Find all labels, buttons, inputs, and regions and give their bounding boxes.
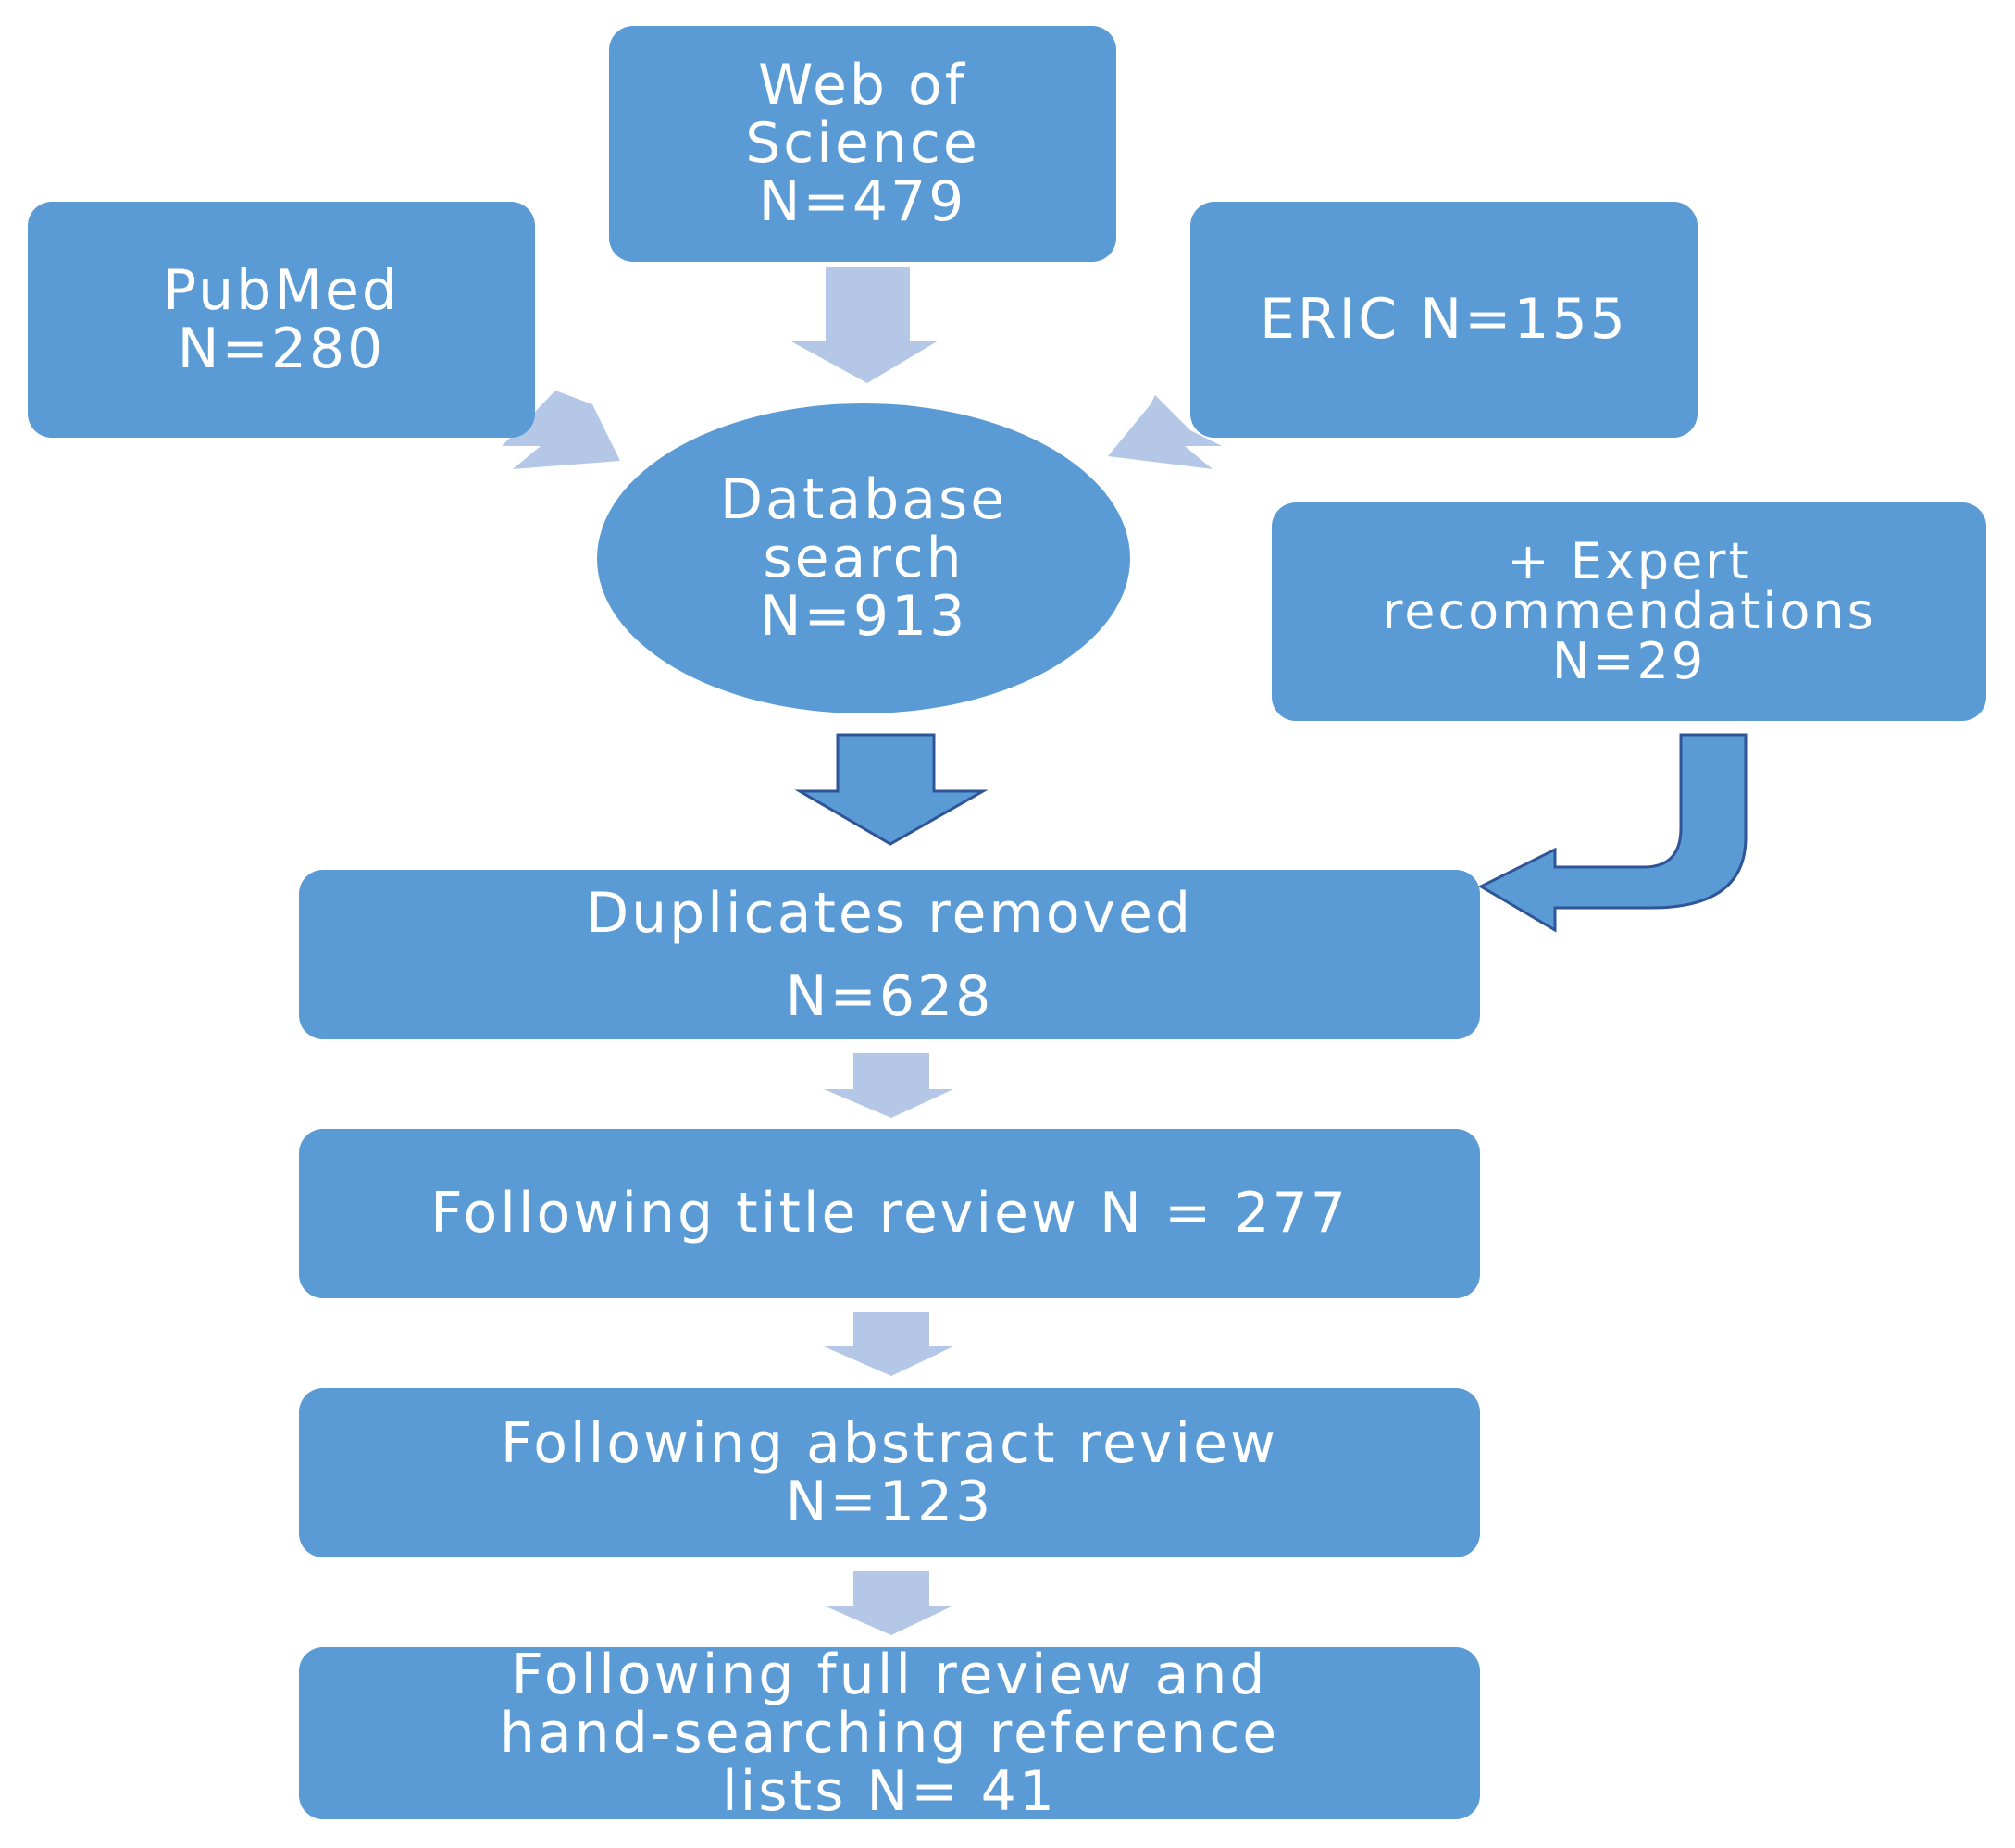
abstract-review-line-1: Following abstract review	[500, 1410, 1279, 1476]
arrow-database-to-duplicates	[794, 733, 989, 846]
title-review-label: Following title review N = 277	[430, 1181, 1349, 1246]
arrow-eric-to-database	[1108, 395, 1222, 469]
full-review-line-2: hand-searching reference	[499, 1700, 1280, 1766]
expert-line-1: + Expert	[1507, 532, 1751, 590]
database-search-circle: Database search N=913	[597, 403, 1130, 713]
web-of-science-line-1: Web of	[758, 53, 967, 118]
abstract-review-box: Following abstract review N=123	[299, 1388, 1480, 1557]
arrow-wos-to-database	[790, 267, 939, 383]
database-search-line-1: Database	[719, 467, 1008, 532]
arrow-duplicates-to-title	[824, 1053, 953, 1118]
abstract-review-line-2: N=123	[785, 1469, 994, 1534]
duplicates-line-1: Duplicates removed	[585, 880, 1194, 946]
web-of-science-line-3: N=479	[758, 169, 967, 234]
database-search-line-2: search	[763, 526, 964, 590]
web-of-science-line-2: Science	[745, 111, 980, 176]
database-search-line-3: N=913	[759, 584, 968, 649]
full-review-line-1: Following full review and	[511, 1642, 1268, 1707]
pubmed-line-2: N=280	[177, 316, 386, 381]
eric-label: ERIC N=155	[1260, 287, 1628, 352]
pubmed-box: PubMed N=280	[28, 202, 535, 438]
duplicates-line-2: N=628	[785, 963, 994, 1029]
full-review-box: Following full review and hand-searching…	[299, 1642, 1480, 1824]
title-review-box: Following title review N = 277	[299, 1129, 1480, 1298]
expert-recommendations-box: + Expert recommendations N=29	[1272, 502, 1986, 721]
arrow-abstract-to-full	[824, 1571, 953, 1635]
arrow-title-to-abstract	[824, 1312, 953, 1376]
web-of-science-box: Web of Science N=479	[609, 26, 1116, 262]
expert-line-3: N=29	[1551, 632, 1707, 690]
arrow-expert-to-duplicates	[1477, 733, 1748, 933]
duplicates-removed-box: Duplicates removed N=628	[299, 870, 1480, 1039]
pubmed-line-1: PubMed	[162, 257, 400, 323]
expert-line-2: recommendations	[1382, 582, 1876, 640]
arrow-pubmed-to-database	[502, 391, 620, 469]
full-review-line-3: lists N= 41	[721, 1758, 1058, 1824]
eric-box: ERIC N=155	[1190, 202, 1698, 438]
